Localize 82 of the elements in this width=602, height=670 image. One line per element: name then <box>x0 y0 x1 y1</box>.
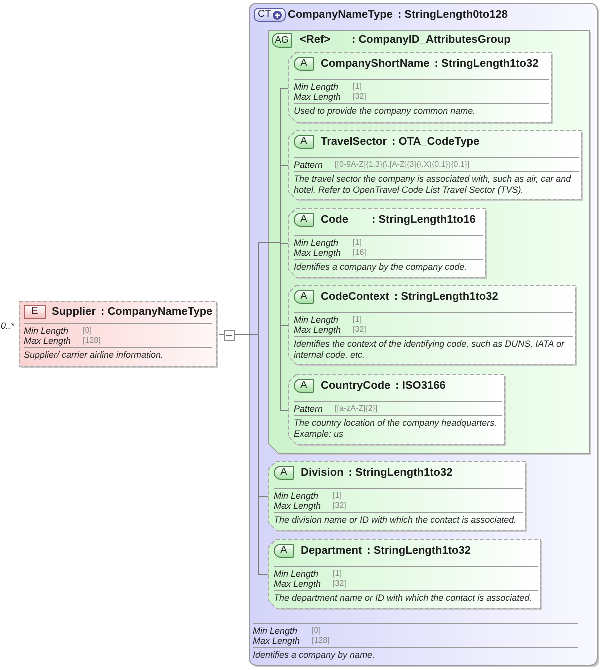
name-text: CodeContext <box>321 290 390 304</box>
attribute-box <box>288 130 584 202</box>
facet-value: [128] <box>312 636 330 646</box>
type-text: : StringLength1to32 <box>434 57 539 71</box>
attribute-box <box>288 285 578 367</box>
facet-value: [0] <box>83 326 92 336</box>
name-text: CountryCode <box>321 379 391 393</box>
facet-label: Max Length <box>274 501 322 511</box>
attribute-box <box>268 539 543 611</box>
complex-type-box <box>249 3 600 668</box>
description-text: The department name or ID with which the contact is associated. <box>274 593 532 604</box>
facet-label: Max Length <box>274 579 322 589</box>
cardinality-label: 0..* <box>1 321 15 331</box>
attribute-badge: A <box>294 135 314 149</box>
facet-value: [[0-9A-Z]{1,3}(\.[A-Z]{3}(\.X){0,1}){0,1}] <box>335 160 470 170</box>
type-text: : StringLength1to32 <box>394 290 498 304</box>
facet-value: [32] <box>353 92 366 102</box>
attribute-badge: A <box>294 290 314 304</box>
facet-value: [32] <box>353 325 366 335</box>
name-text: <Ref> <box>300 33 331 47</box>
description-text: Used to provide the company common name. <box>294 106 476 116</box>
description-text: Identifies a company by the company code. <box>294 262 468 272</box>
facet-label: Min Length <box>274 491 319 501</box>
facet-label: Max Length <box>294 248 342 258</box>
facet-label: Max Length <box>294 92 342 102</box>
facet-label: Min Length <box>274 569 319 579</box>
attribute-box <box>288 208 488 280</box>
facet-label: Max Length <box>24 336 72 346</box>
type-text: : StringLength1to32 <box>367 544 472 558</box>
description-text: Identifies a company by name. <box>253 650 376 660</box>
facet-value: [16] <box>353 248 366 258</box>
facet-value: [0] <box>312 626 321 636</box>
facet-value: [1] <box>353 315 362 325</box>
facet-label: Min Length <box>294 315 339 325</box>
type-text: : OTA_CodeType <box>392 135 480 149</box>
description-text: Supplier/ carrier airline information. <box>24 350 164 360</box>
facet-value: [[a-zA-Z]{2}] <box>335 404 378 414</box>
type-text: : StringLength1to16 <box>372 213 476 227</box>
attribute-box <box>288 52 554 125</box>
description-text: Identifies the context of the identifying code, such as DUNS, IATA or internal code, etc. <box>294 339 566 360</box>
attribute-badge: A <box>274 466 294 480</box>
facet-value: [32] <box>333 579 346 589</box>
facet-label: Min Length <box>24 326 69 336</box>
facet-label: Pattern <box>294 404 324 414</box>
facet-label: Max Length <box>253 636 300 646</box>
name-text: Code <box>321 213 348 227</box>
attribute-badge: A <box>294 57 314 71</box>
attribute-box <box>288 374 507 447</box>
description-text: The division name or ID with which the contact is associated. <box>274 515 517 526</box>
element-box <box>19 301 219 369</box>
facet-label: Pattern <box>294 160 324 170</box>
attribute-badge: A <box>274 544 294 558</box>
facet-value: [1] <box>333 569 342 579</box>
element-badge: E <box>24 305 46 319</box>
facet-value: [128] <box>83 336 101 346</box>
facet-label: Max Length <box>294 325 342 335</box>
attribute-group-badge: AG <box>272 33 292 48</box>
attribute-group-box <box>268 30 592 456</box>
facet-label: Min Length <box>294 82 339 92</box>
name-text: Supplier <box>52 305 96 319</box>
facet-label: Min Length <box>294 238 339 248</box>
attribute-badge: A <box>294 213 314 227</box>
type-text: : CompanyID_AttributesGroup <box>352 33 511 47</box>
type-text: : StringLength1to32 <box>348 466 453 480</box>
facet-label: Min Length <box>253 626 298 636</box>
type-text: : StringLength0to128 <box>398 8 508 22</box>
name-text: CompanyShortName <box>321 57 430 71</box>
name-text: TravelSector <box>321 135 388 149</box>
facet-value: [1] <box>353 238 362 248</box>
badge-label: CT <box>258 10 272 20</box>
name-text: CompanyNameType <box>288 8 393 22</box>
attribute-badge: A <box>294 379 314 393</box>
facet-value: [1] <box>353 82 362 92</box>
facet-value: [1] <box>333 491 342 501</box>
facet-value: [32] <box>333 501 346 511</box>
type-text: : CompanyNameType <box>101 305 213 319</box>
description-text: The country location of the company headquarters. Example: us <box>294 418 498 439</box>
type-text: : ISO3166 <box>396 379 446 393</box>
description-text: The travel sector the company is associated with, such as air, car and hotel. Refer to OpenTravel Code List Travel Sector (TVS). <box>294 174 572 195</box>
name-text: Division <box>301 466 344 480</box>
name-text: Department <box>301 544 362 558</box>
attribute-box <box>268 461 528 533</box>
